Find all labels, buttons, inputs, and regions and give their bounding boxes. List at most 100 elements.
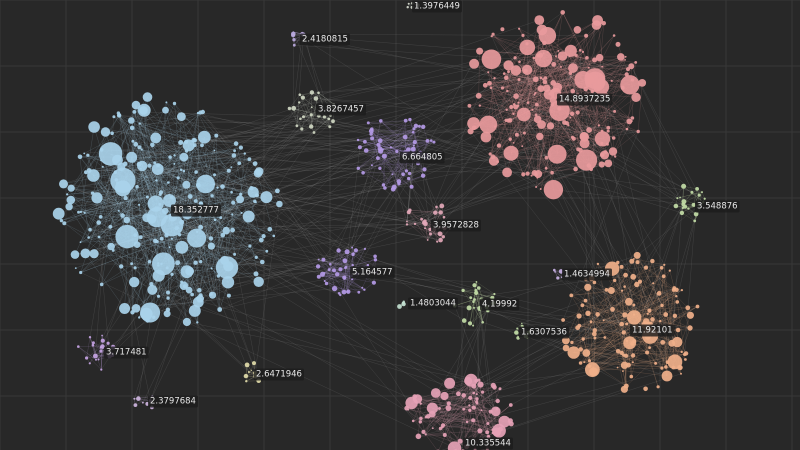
edge [94,126,195,146]
edge [633,293,660,306]
edge [345,259,376,268]
edge [158,190,278,266]
edge [421,205,442,220]
edge [351,181,400,248]
node [583,298,588,303]
node [507,70,510,74]
edge [146,199,241,315]
node [312,131,316,134]
edge [586,325,635,354]
node [238,145,243,150]
cluster-label: 14.8937235 [557,93,613,106]
edge [406,205,442,222]
node [424,433,427,436]
edge [359,126,424,148]
edge [624,260,653,287]
node [253,199,257,203]
node [361,286,364,289]
edge [141,149,242,214]
edge [510,306,698,406]
node [437,231,443,237]
node [120,213,125,218]
node [477,428,483,434]
node [544,155,549,160]
node [645,350,650,355]
node [468,395,473,400]
edge [124,288,335,309]
edge [469,105,537,175]
cluster-label-background [412,0,462,13]
node [145,318,150,323]
edge [476,308,480,404]
edge [300,118,539,175]
node [492,423,506,438]
edge [406,221,441,234]
node [292,43,296,47]
node [534,49,553,68]
node [697,193,701,197]
edge [384,126,424,157]
edge [425,414,433,435]
node [503,60,514,71]
edge [318,253,354,267]
node [593,336,597,340]
node [490,382,496,388]
node [115,224,139,249]
node [543,89,555,100]
node [650,317,655,322]
edge [675,194,700,207]
node [381,153,387,159]
edge [409,210,431,235]
edge [368,95,479,124]
edge [525,70,542,125]
edge [474,299,483,323]
node [435,205,438,209]
node [389,146,392,149]
node [59,179,68,189]
node [170,237,173,240]
node [597,124,601,127]
node [659,319,662,323]
edge [211,246,220,310]
node [592,328,597,333]
edge [66,194,169,299]
node [474,290,479,295]
edge [233,202,426,435]
edge [406,221,428,241]
edge [557,277,586,301]
edge [423,126,428,141]
node [292,38,296,42]
edge [531,91,593,176]
node [703,197,706,200]
cluster [467,10,647,200]
edge [293,39,536,80]
edge [432,355,634,409]
edge [80,162,155,243]
edge [186,192,232,272]
edge [311,77,507,93]
edge [560,66,581,151]
edge [88,155,234,238]
node [469,58,480,69]
edge [518,28,628,130]
node [410,146,416,152]
edge [418,367,680,437]
node [442,215,446,219]
node [317,258,320,261]
node [532,76,539,83]
edge [425,434,445,436]
edge [233,155,256,164]
edge [371,130,410,174]
edge [64,196,148,224]
node [672,286,677,290]
node [237,161,242,166]
edge [165,110,213,296]
cluster-value-label: 14.8937235 [559,95,610,105]
edge [588,67,629,70]
edge [535,172,553,188]
edge [469,79,536,106]
edge [233,202,242,214]
node [119,303,131,314]
node [571,136,576,141]
edge [587,287,678,303]
